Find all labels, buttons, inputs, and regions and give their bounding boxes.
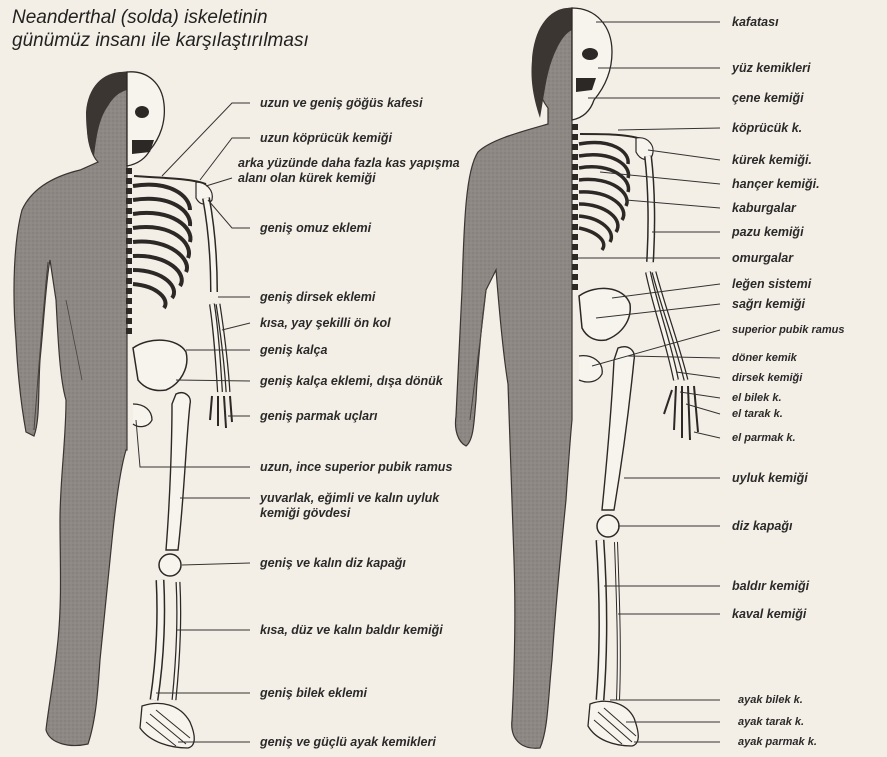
label-facial-bones: yüz kemikleri (732, 61, 811, 76)
title-line-2: günümüz insanı ile karşılaştırılması (12, 29, 309, 52)
label-sacrum: sağrı kemiği (732, 297, 805, 312)
neanderthal-femur (166, 393, 190, 550)
diagram-title: Neanderthal (solda) iskeletinin günümüz … (12, 6, 309, 52)
neanderthal-ribcage (133, 185, 190, 308)
label-tibia: kaval kemiği (732, 607, 806, 622)
title-line-1: Neanderthal (solda) iskeletinin (12, 6, 309, 29)
label-wide-ankle-joint: geniş bilek eklemi (260, 686, 367, 701)
modern-human-figure (455, 8, 698, 748)
label-phalanges-hand: el parmak k. (732, 431, 796, 446)
label-round-curved-femur: yuvarlak, eğimli ve kalın uyluk kemiği g… (260, 491, 460, 521)
neanderthal-figure (14, 72, 232, 748)
label-scapula-muscle-area: arka yüzünde daha fazla kas yapışma alan… (238, 156, 488, 186)
label-carpals: el bilek k. (732, 391, 782, 406)
label-short-bowed-forearm: kısa, yay şekilli ön kol (260, 316, 391, 331)
label-ribs: kaburgalar (732, 201, 796, 216)
label-wide-thick-patella: geniş ve kalın diz kapağı (260, 556, 406, 571)
label-clavicle: köprücük k. (732, 121, 802, 136)
label-superior-pubic-ramus: superior pubik ramus (732, 323, 844, 338)
label-strong-foot-bones: geniş ve güçlü ayak kemikleri (260, 735, 436, 750)
label-patella: diz kapağı (732, 519, 792, 534)
label-pelvic-system: leğen sistemi (732, 277, 811, 292)
modern-femur (602, 347, 634, 510)
label-fibula: baldır kemiği (732, 579, 809, 594)
label-scapula: kürek kemiği. (732, 153, 812, 168)
label-trochanter: döner kemik (732, 351, 797, 366)
label-wide-hip-joint: geniş kalça eklemi, dışa dönük (260, 374, 443, 389)
neanderthal-pelvis (133, 340, 187, 390)
neanderthal-patella (159, 554, 181, 576)
label-wide-shoulder-joint: geniş omuz eklemi (260, 221, 371, 236)
modern-skull (572, 8, 612, 120)
label-vertebrae: omurgalar (732, 251, 793, 266)
label-ulna: dirsek kemiği (732, 371, 802, 386)
label-sternum: hançer kemiği. (732, 177, 820, 192)
modern-spine (572, 124, 578, 290)
label-short-straight-tibia: kısa, düz ve kalın baldır kemiği (260, 623, 443, 638)
label-humerus: pazu kemiği (732, 225, 804, 240)
label-phalanges-foot: ayak parmak k. (738, 735, 817, 750)
neanderthal-spine (126, 168, 132, 334)
label-long-wide-ribcage: uzun ve geniş göğüs kafesi (260, 96, 423, 111)
label-wide-elbow-joint: geniş dirsek eklemi (260, 290, 375, 305)
label-metatarsals: ayak tarak k. (738, 715, 804, 730)
label-jaw-bone: çene kemiği (732, 91, 804, 106)
modern-patella (597, 515, 619, 537)
label-long-clavicle: uzun köprücük kemiği (260, 131, 392, 146)
modern-ribcage (579, 143, 629, 250)
label-femur: uyluk kemiği (732, 471, 808, 486)
label-tarsals: ayak bilek k. (738, 693, 803, 708)
neanderthal-body-silhouette (14, 72, 127, 745)
label-metacarpals: el tarak k. (732, 407, 783, 422)
label-long-thin-pubic-ramus: uzun, ince superior pubik ramus (260, 460, 452, 475)
label-wide-hip: geniş kalça (260, 343, 327, 358)
label-wide-fingertips: geniş parmak uçları (260, 409, 377, 424)
modern-body-silhouette (455, 8, 572, 748)
label-skull: kafatası (732, 15, 779, 30)
